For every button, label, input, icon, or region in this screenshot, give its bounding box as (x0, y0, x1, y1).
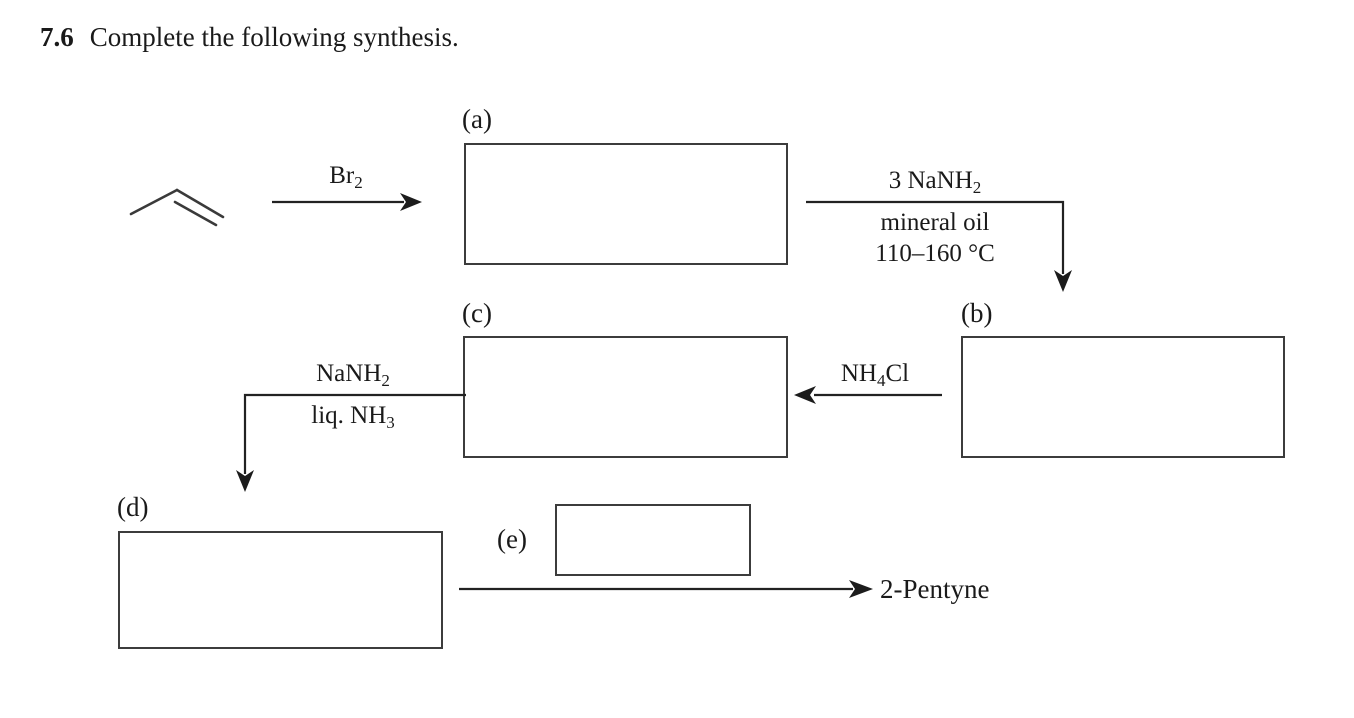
reagent-3-nanh2-label: 3 NaNH2 (888, 167, 982, 197)
reagent-nh4cl: NH4Cl (810, 358, 940, 396)
reagent-temperature: 110–160 °C (806, 238, 1064, 269)
arrow-step-1-head (400, 193, 422, 211)
question-prompt: Complete the following synthesis. (89, 22, 459, 52)
arrow-step-3-head (794, 386, 816, 404)
box-label-a: (a) (462, 104, 492, 134)
question-heading: 7.6 Complete the following synthesis. (40, 20, 459, 54)
reagent-mineral-oil: mineral oil (806, 207, 1064, 238)
answer-box-a[interactable] (464, 143, 788, 265)
product-label: 2-Pentyne (880, 574, 990, 604)
reagent-nanh2-label: NaNH2 (316, 360, 390, 390)
propene-skeletal-structure (129, 188, 225, 227)
box-label-d: (d) (117, 492, 149, 522)
reagent-mineral-oil-label: mineral oil (880, 209, 990, 236)
answer-box-d[interactable] (118, 531, 443, 649)
arrow-step-2 (806, 200, 1072, 292)
reagent-br2-label: Br2 (329, 162, 363, 192)
answer-box-b[interactable] (961, 336, 1285, 458)
arrow-step-5-head (849, 580, 873, 598)
reagent-nh4cl-label: NH4Cl (840, 360, 910, 390)
bond-c2-c3-a (175, 188, 225, 219)
reagent-liquid-nh3: liq. NH3 (244, 400, 462, 438)
question-number: 7.6 (40, 22, 74, 52)
box-label-b: (b) (961, 298, 993, 328)
answer-box-c[interactable] (463, 336, 788, 458)
arrow-step-4-head (236, 470, 254, 492)
arrow-step-5 (459, 580, 873, 598)
arrow-step-4-shaft (243, 393, 466, 474)
reagent-3-nanh2: 3 NaNH2 (806, 165, 1064, 203)
box-label-e: (e) (497, 524, 527, 554)
box-label-c: (c) (462, 298, 492, 328)
arrow-step-2-shaft (806, 200, 1065, 274)
arrow-step-4 (236, 393, 466, 492)
arrow-step-2-head (1054, 270, 1072, 292)
bond-c1-c2 (129, 188, 179, 216)
answer-box-e[interactable] (555, 504, 751, 576)
reagent-temperature-label: 110–160 °C (875, 240, 995, 267)
arrow-step-1 (272, 193, 422, 211)
reagent-br2: Br2 (272, 160, 420, 198)
reagent-liquid-nh3-label: liq. NH3 (311, 402, 395, 432)
bond-c2-c3-b (173, 200, 218, 227)
reagent-nanh2: NaNH2 (244, 358, 462, 396)
arrow-step-3 (794, 386, 942, 404)
